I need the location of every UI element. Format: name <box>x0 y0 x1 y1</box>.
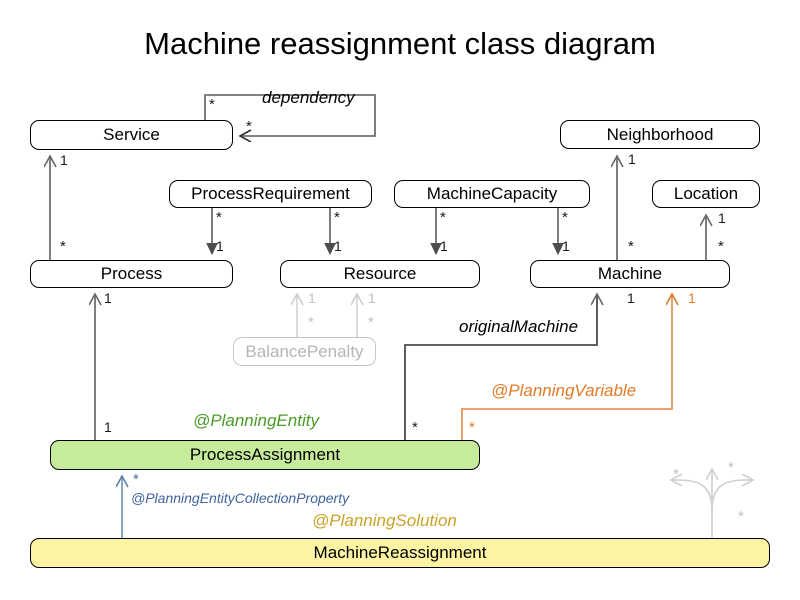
class-box-resource[interactable]: Resource <box>280 260 480 288</box>
edge-label-dependency: dependency <box>262 88 355 107</box>
multiplicity-balance-resource-one-right: 1 <box>368 290 376 306</box>
annotation-planning-solution: @PlanningSolution <box>312 511 457 530</box>
multiplicity-service-process-many: * <box>60 238 66 255</box>
multiplicity-ghost-right: * <box>738 508 744 525</box>
class-box-neighborhood[interactable]: Neighborhood <box>560 120 760 149</box>
multiplicity-location-one: 1 <box>718 210 726 226</box>
class-box-service[interactable]: Service <box>30 120 233 150</box>
class-box-machine[interactable]: Machine <box>530 260 730 288</box>
class-box-balance-penalty[interactable]: BalancePenalty <box>233 337 376 366</box>
annotation-planning-entity: @PlanningEntity <box>193 411 319 430</box>
multiplicity-dependency-target: * <box>246 118 252 135</box>
multiplicity-original-machine-many: * <box>412 419 418 436</box>
multiplicity-req-process-many: * <box>216 209 222 226</box>
annotation-planning-entity-collection-property: @PlanningEntityCollectionProperty <box>131 490 350 506</box>
multiplicity-original-machine-one: 1 <box>627 290 635 306</box>
class-box-process-requirement[interactable]: ProcessRequirement <box>169 180 372 208</box>
multiplicity-req-resource-many: * <box>334 209 340 226</box>
multiplicity-service-process-one: 1 <box>60 152 68 168</box>
multiplicity-process-assignment-process-top: 1 <box>104 290 112 306</box>
multiplicity-planning-variable-many: * <box>469 419 475 436</box>
multiplicity-ghost-up: * <box>728 459 734 476</box>
diagram-title: Machine reassignment class diagram <box>144 26 656 61</box>
multiplicity-process-assignment-process-bottom: 1 <box>104 419 112 435</box>
class-box-process[interactable]: Process <box>30 260 233 288</box>
class-box-process-assignment[interactable]: ProcessAssignment <box>50 440 480 470</box>
multiplicity-req-process-one: 1 <box>216 238 224 254</box>
class-box-machine-reassignment[interactable]: MachineReassignment <box>30 538 770 568</box>
multiplicity-balance-many-right: * <box>368 314 374 331</box>
edge-label-original-machine: originalMachine <box>459 317 579 336</box>
class-box-location[interactable]: Location <box>652 180 760 208</box>
multiplicity-cap-resource-many: * <box>440 209 446 226</box>
multiplicity-cap-resource-one: 1 <box>440 238 448 254</box>
multiplicity-balance-resource-one-left: 1 <box>308 290 316 306</box>
multiplicity-location-many: * <box>718 238 724 255</box>
multiplicity-planning-variable-one: 1 <box>688 290 696 306</box>
multiplicity-neighborhood-many: * <box>628 238 634 255</box>
multiplicity-balance-many-left: * <box>308 314 314 331</box>
multiplicity-ghost-left: * <box>673 466 679 483</box>
class-box-machine-capacity[interactable]: MachineCapacity <box>394 180 590 208</box>
multiplicity-collection-many: * <box>133 471 139 488</box>
multiplicity-req-resource-one: 1 <box>334 238 342 254</box>
multiplicity-cap-machine-one: 1 <box>562 238 570 254</box>
multiplicity-dependency-source: * <box>209 96 215 113</box>
multiplicity-cap-machine-many: * <box>562 209 568 226</box>
multiplicity-neighborhood-one: 1 <box>628 151 636 167</box>
annotation-planning-variable: @PlanningVariable <box>491 381 637 400</box>
